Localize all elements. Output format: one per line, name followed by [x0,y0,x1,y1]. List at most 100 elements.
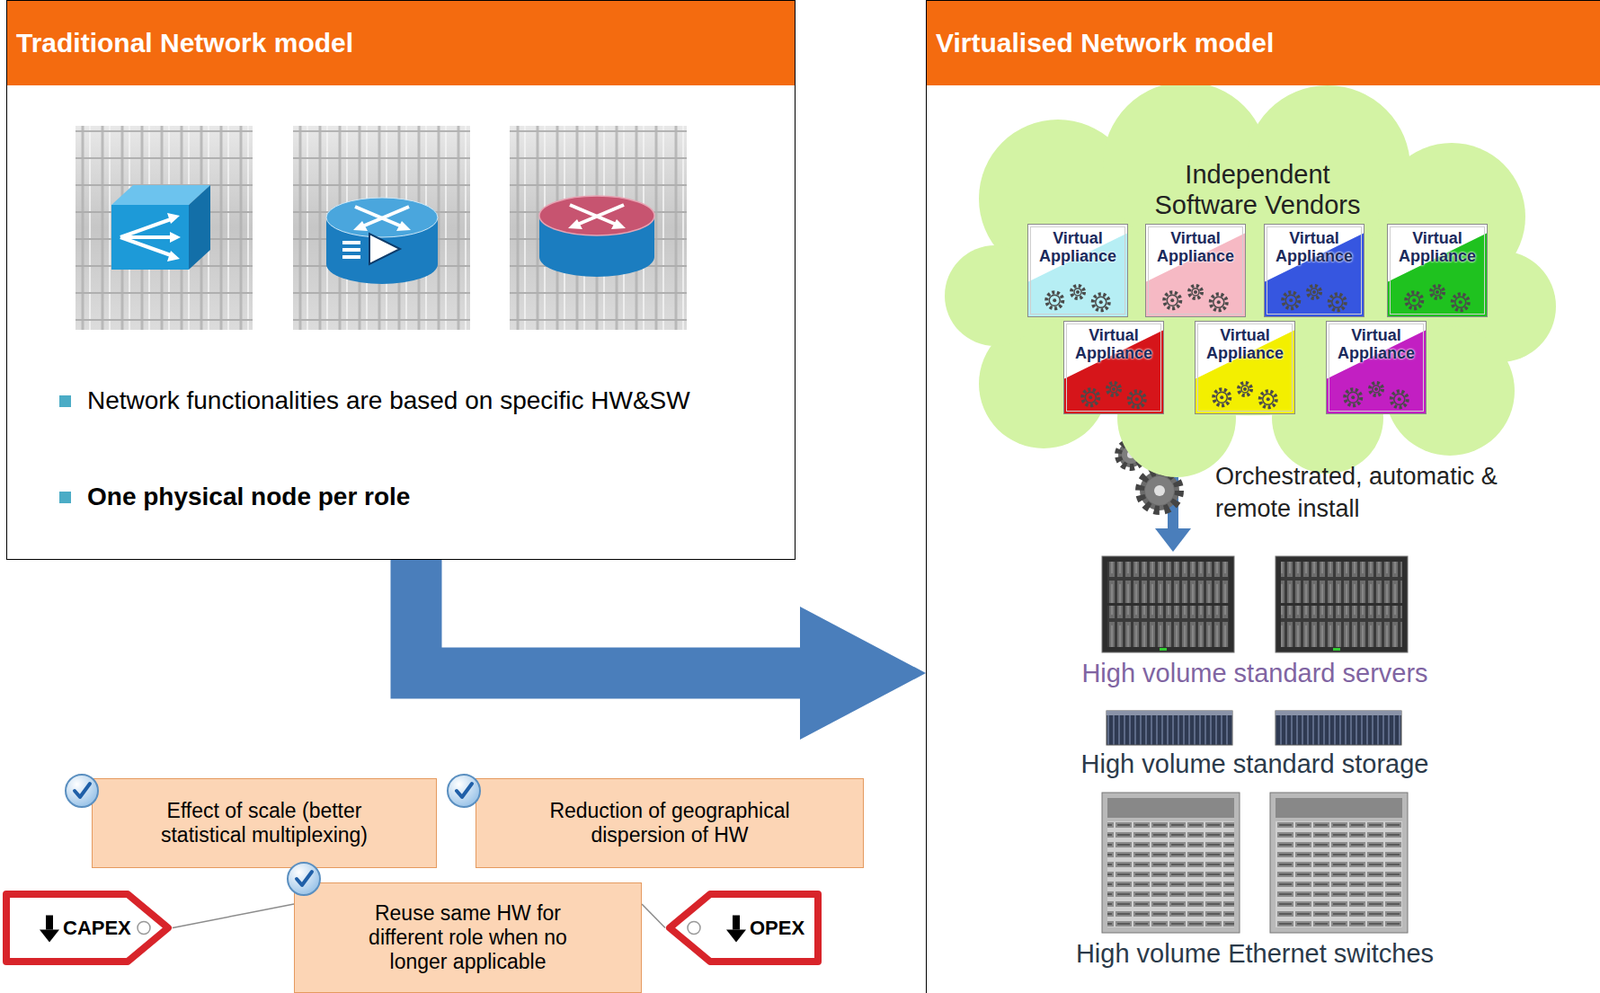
graphic-part [1189,285,1202,299]
panel-heading: Traditional Network model [7,0,795,86]
graphic-part [1433,288,1441,296]
graphic-part [1071,285,1085,299]
graphic-part [1310,288,1318,296]
ethernet-switch [1102,792,1408,934]
graphic-part [293,125,471,330]
graphic-part [669,894,818,962]
graphic-part [1275,711,1402,746]
switch-icon [111,185,211,270]
header-band: Traditional Network model [7,0,795,86]
graphic-part [1288,298,1293,303]
appliance-label: Virtual Appliance [1267,229,1361,266]
graphic-part [1075,290,1080,294]
graphic-part [169,231,181,243]
hardware-caption: High volume standard storage [1003,747,1507,781]
graphic-part [1391,391,1408,408]
graphic-part [1217,300,1221,304]
graphic-part [1452,293,1469,311]
hardware-caption-box: High volume Ethernet switches [1003,937,1507,970]
price-tag: OPEX [665,889,823,967]
graphic-part [1107,382,1120,396]
arrow-head [800,606,926,740]
graphic-part [120,219,171,238]
graphic-part [111,204,189,270]
graphic-part [1213,296,1225,308]
appliance-label: Virtual Appliance [1329,326,1423,363]
bullet-text: One physical node per role [87,481,735,513]
graphic-part [1048,294,1060,306]
graphic-part [1107,605,1229,648]
graphic-part [1394,393,1405,405]
graphic-part [296,871,312,886]
graphic-part [1332,296,1343,308]
graphic-part [1435,290,1440,294]
graphic-part [1333,648,1341,651]
graphic-part [539,195,655,236]
graphic-part [1164,292,1181,309]
graphic-part [1146,224,1246,318]
graphic-part [1452,293,1469,311]
vendor-cloud: Virtual ApplianceVirtual ApplianceVirtua… [950,97,1547,455]
graphic-part [509,125,687,330]
appliance-label: Virtual Appliance [1148,229,1243,266]
appliance-title: Virtual Appliance [1263,229,1365,266]
graphic-part [326,197,438,238]
router-icon [539,195,655,277]
hardware-caption: High volume standard servers [1003,657,1507,690]
graphic-part [1282,292,1299,309]
graphic-part [726,930,747,943]
tag-string [172,904,294,929]
graphic-part [120,237,171,256]
graphic-part [1159,648,1167,651]
graphic-part [1191,288,1200,296]
graphic-part [1066,324,1162,412]
benefit-text: Reuse same HW for different role when no… [346,901,589,975]
graphic-part [1275,556,1408,653]
graphic-part [1369,382,1383,396]
graphic-part [1111,387,1116,392]
benefit-box: Reduction of geographical dispersion of … [475,778,864,869]
storage-array [1106,711,1402,746]
virtual-appliance: Virtual Appliance [1145,223,1246,318]
graphic-part [1264,224,1365,318]
graphic-part [342,240,361,245]
cost-label: CAPEX [62,916,132,941]
graphic-part [456,783,472,798]
graphic-part [1093,293,1110,311]
graphic-part [568,219,583,230]
graphic-part [1216,391,1227,403]
graphic-part [1110,385,1118,393]
graphic-part [1028,224,1129,318]
graphic-part [120,219,171,256]
process-note-box: Orchestrated, automatic & remote install [1215,460,1503,525]
graphic-part [611,219,626,230]
graphic-part [1243,387,1247,392]
graphic-part [1170,298,1174,303]
virtual-appliance: Virtual Appliance [1194,320,1296,415]
graphic-part [1267,227,1362,315]
model-panel: Traditional Network modelNetwork functio… [6,0,796,560]
graphic-part [1082,389,1099,406]
router-icon [326,197,438,285]
appliance-title: Virtual Appliance [1386,229,1488,266]
graphic-part [1405,292,1423,309]
graphic-part [1106,711,1233,716]
bullet-item: One physical node per role [87,481,735,513]
graphic-part [1131,393,1143,405]
rack-photo [75,125,687,330]
graphic-part [1329,293,1346,311]
appliance-label: Virtual Appliance [1031,229,1125,266]
appliance-title: Virtual Appliance [1145,229,1246,266]
graphic-part [1088,395,1093,400]
connector-line [172,904,294,929]
graphic-part [1148,227,1244,315]
graphic-part [45,915,54,931]
graphic-part [342,240,361,259]
graphic-part [1270,792,1408,934]
graphic-part [1262,393,1274,405]
graphic-part [1099,300,1103,304]
graphic-part [1154,485,1165,497]
graphic-part [1071,285,1085,299]
graphic-part [1164,292,1181,309]
connector-line [416,560,801,674]
